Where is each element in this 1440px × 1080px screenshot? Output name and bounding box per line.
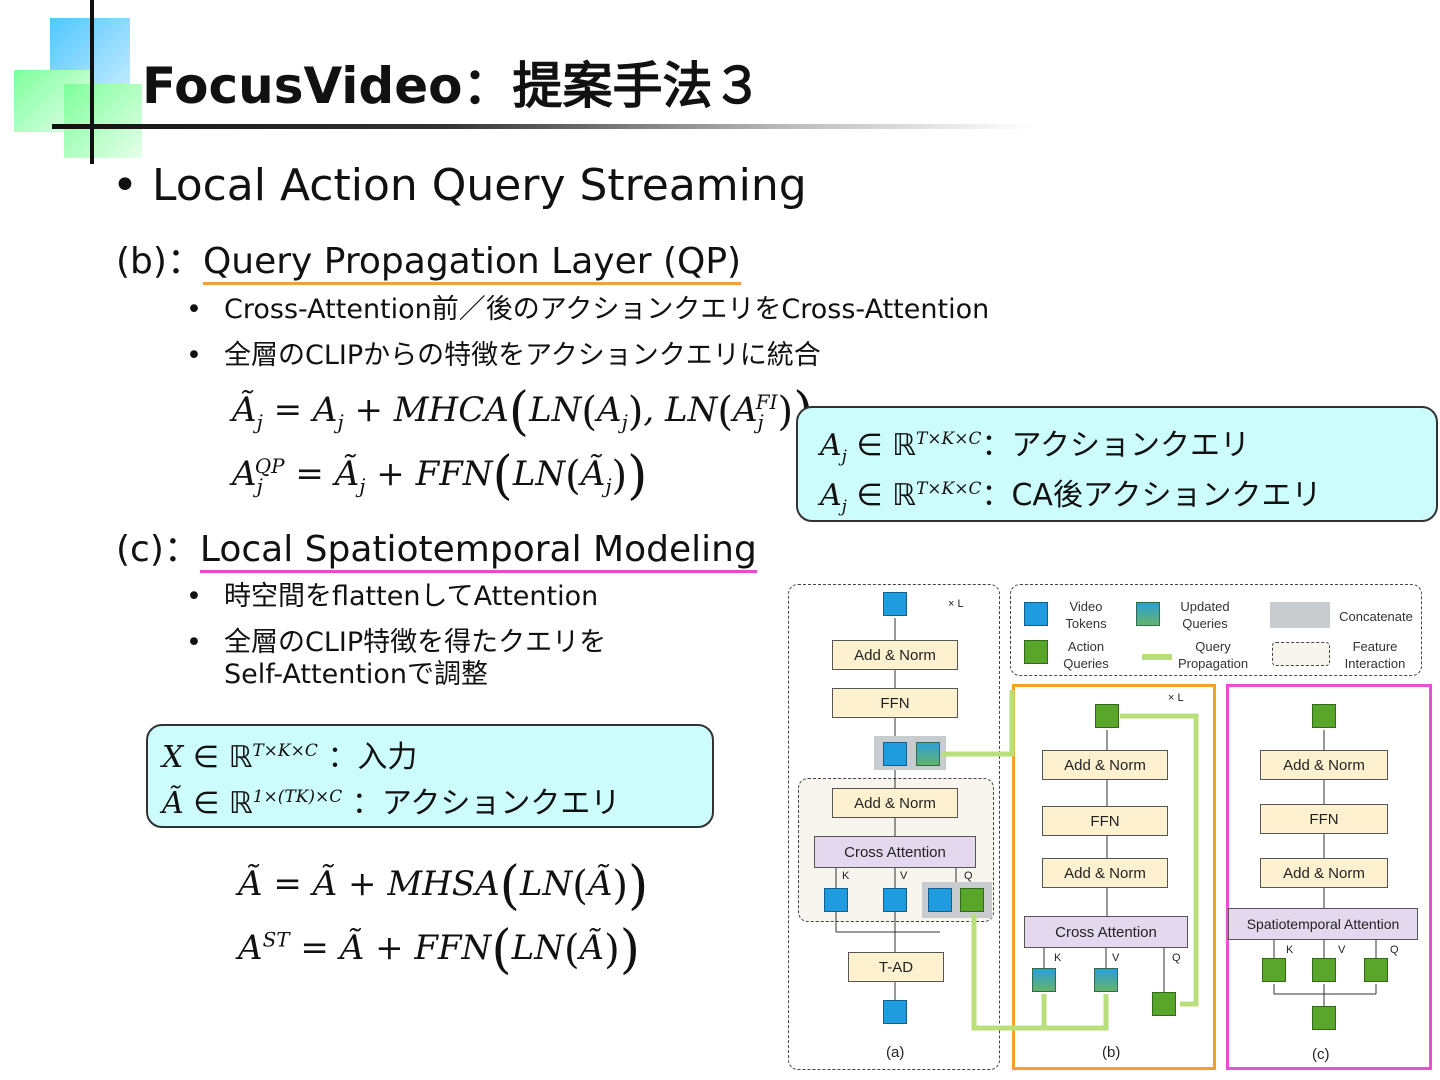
panel-b-action-query	[1152, 992, 1176, 1016]
page-title: FocusVideo：提案手法３	[142, 57, 763, 115]
definition-c-1: X ∈ ℝT×K×C ：入力	[162, 740, 418, 775]
panel-b-repeat: × L	[1168, 692, 1184, 704]
legend-query-propagation: Query Propagation	[1177, 639, 1249, 671]
title-underline	[52, 124, 1032, 129]
definition-box-c	[146, 724, 714, 828]
legend-action-queries: Action Queries	[1063, 639, 1109, 671]
legend-video-tokens: Video Tokens	[1065, 599, 1107, 631]
panel-c-label: (c)	[1312, 1046, 1330, 1063]
panel-c-v-label: V	[1338, 944, 1346, 956]
section-c-bullet-2-cont-text: Self-Attentionで調整	[224, 659, 489, 690]
panel-a-action-query	[960, 888, 984, 912]
panel-c-add-norm-top: Add & Norm	[1260, 750, 1388, 780]
section-b-bullet-2: •全層のCLIPからの特徴をアクションクエリに統合	[186, 340, 821, 371]
definition-box-b	[796, 406, 1438, 522]
legend-concatenate: Concatenate	[1339, 609, 1413, 624]
panel-a-query-token	[928, 888, 952, 912]
corner-decoration	[0, 0, 160, 170]
panel-a-label: (a)	[886, 1044, 905, 1061]
panel-a-tad: T-AD	[848, 952, 944, 982]
definition-b-1: Aj ∈ ℝT×K×C：アクションクエリ	[820, 428, 1250, 467]
definition-c-2: Ã ∈ ℝ1×(TK)×C ：アクションクエリ	[162, 786, 621, 821]
panel-a-add-norm-top: Add & Norm	[832, 640, 958, 670]
legend-updated-queries: Updated Queries	[1180, 599, 1230, 631]
panel-a-add-norm-mid: Add & Norm	[832, 788, 958, 818]
panel-b-add-norm-top: Add & Norm	[1042, 750, 1168, 780]
panel-b-output-query	[1095, 704, 1119, 728]
panel-c-spatiotemporal-attention: Spatiotemporal Attention	[1228, 908, 1418, 940]
section-b-title: Query Propagation Layer (QP)	[202, 241, 742, 285]
panel-b-cross-attention: Cross Attention	[1024, 916, 1188, 948]
panel-b-frame	[1012, 684, 1216, 1070]
panel-a-key-token	[824, 888, 848, 912]
legend-action-query-icon	[1024, 640, 1048, 664]
panel-c-ffn: FFN	[1260, 804, 1388, 834]
section-b-bullet-1: •Cross-Attention前／後のアクションクエリをCross-Atten…	[186, 294, 990, 325]
section-c-title: Local Spatiotemporal Modeling	[199, 529, 757, 573]
definition-b-2: Aj ∈ ℝT×K×C：CA後アクションクエリ	[820, 478, 1322, 517]
architecture-figure: × L Add & Norm FFN Add & Norm Cross Atte…	[786, 580, 1436, 1075]
panel-a-ffn: FFN	[832, 688, 958, 718]
panel-c-key-query	[1262, 958, 1286, 982]
main-bullet-text: Local Action Query Streaming	[151, 160, 807, 211]
section-c-bullet-2-text: 全層のCLIP特徴を得たクエリを	[224, 627, 607, 658]
section-b-heading: (b)：Query Propagation Layer (QP)	[116, 232, 742, 285]
panel-b-ffn: FFN	[1042, 806, 1168, 836]
definition-c-1-desc: ：入力	[327, 740, 418, 775]
panel-c-k-label: K	[1286, 944, 1294, 956]
section-c-prefix: (c)：	[116, 529, 200, 570]
legend-updated-query-icon	[1136, 602, 1160, 626]
panel-c-output-query	[1312, 704, 1336, 728]
section-c-bullet-1-text: 時空間をflattenしてAttention	[224, 581, 599, 612]
panel-a-frame	[788, 584, 1000, 1070]
legend-video-token-icon	[1024, 602, 1048, 626]
panel-c-input-query	[1312, 1006, 1336, 1030]
section-c-bullet-2: •全層のCLIP特徴を得たクエリを	[186, 627, 607, 658]
panel-a-video-token-out	[883, 742, 907, 766]
panel-a-value-token	[883, 888, 907, 912]
definition-b-1-desc: ：アクションクエリ	[981, 428, 1250, 463]
panel-b-q-label: Q	[1172, 952, 1181, 964]
definition-c-2-desc: ：アクションクエリ	[351, 786, 621, 821]
panel-a-repeat: × L	[948, 598, 964, 610]
section-b-bullet-2-text: 全層のCLIPからの特徴をアクションクエリに統合	[224, 340, 821, 371]
section-b-bullet-1-text: Cross-Attention前／後のアクションクエリをCross-Attent…	[224, 294, 990, 325]
equation-qp-1: Ãj = Aj + MHCA(LN(Aj), LN(AjFI))	[232, 382, 813, 442]
panel-a-k-label: K	[842, 870, 850, 882]
legend-feature-interaction-icon	[1272, 642, 1330, 666]
panel-b-label: (b)	[1102, 1044, 1121, 1061]
equation-st-1: Ã = Ã + MHSA(LN(Ã))	[238, 856, 649, 916]
panel-c-q-label: Q	[1390, 944, 1399, 956]
panel-b-key-query	[1032, 968, 1056, 992]
panel-c-add-norm-mid: Add & Norm	[1260, 858, 1388, 888]
section-c-heading: (c)：Local Spatiotemporal Modeling	[116, 520, 757, 573]
panel-c-q-query	[1364, 958, 1388, 982]
panel-a-updated-query	[916, 742, 940, 766]
legend-propagation-arrow-icon	[1142, 654, 1172, 660]
panel-b-value-query	[1094, 968, 1118, 992]
legend-concatenate-icon	[1270, 602, 1330, 628]
panel-a-output-token	[883, 592, 907, 616]
legend-feature-interaction: Feature Interaction	[1344, 639, 1406, 671]
equation-st-2: AST = Ã + FFN(LN(Ã))	[238, 920, 641, 980]
panel-c-frame	[1226, 684, 1432, 1070]
panel-a-v-label: V	[900, 870, 908, 882]
panel-b-add-norm-mid: Add & Norm	[1042, 858, 1168, 888]
panel-a-cross-attention: Cross Attention	[814, 836, 976, 868]
panel-c-value-query	[1312, 958, 1336, 982]
panel-a-input-token	[883, 1000, 907, 1024]
section-b-prefix: (b)：	[116, 241, 203, 282]
panel-a-q-label: Q	[964, 870, 973, 882]
main-bullet: • Local Action Query Streaming	[112, 160, 807, 211]
legend-frame	[1010, 584, 1422, 676]
section-c-bullet-1: •時空間をflattenしてAttention	[186, 581, 599, 612]
equation-qp-2: AjQP = Ãj + FFN(LN(Ãj))	[232, 446, 648, 506]
definition-b-2-desc: ：CA後アクションクエリ	[981, 478, 1322, 513]
section-c-bullet-2-cont: Self-Attentionで調整	[224, 652, 488, 691]
panel-b-v-label: V	[1112, 952, 1120, 964]
panel-b-k-label: K	[1054, 952, 1062, 964]
